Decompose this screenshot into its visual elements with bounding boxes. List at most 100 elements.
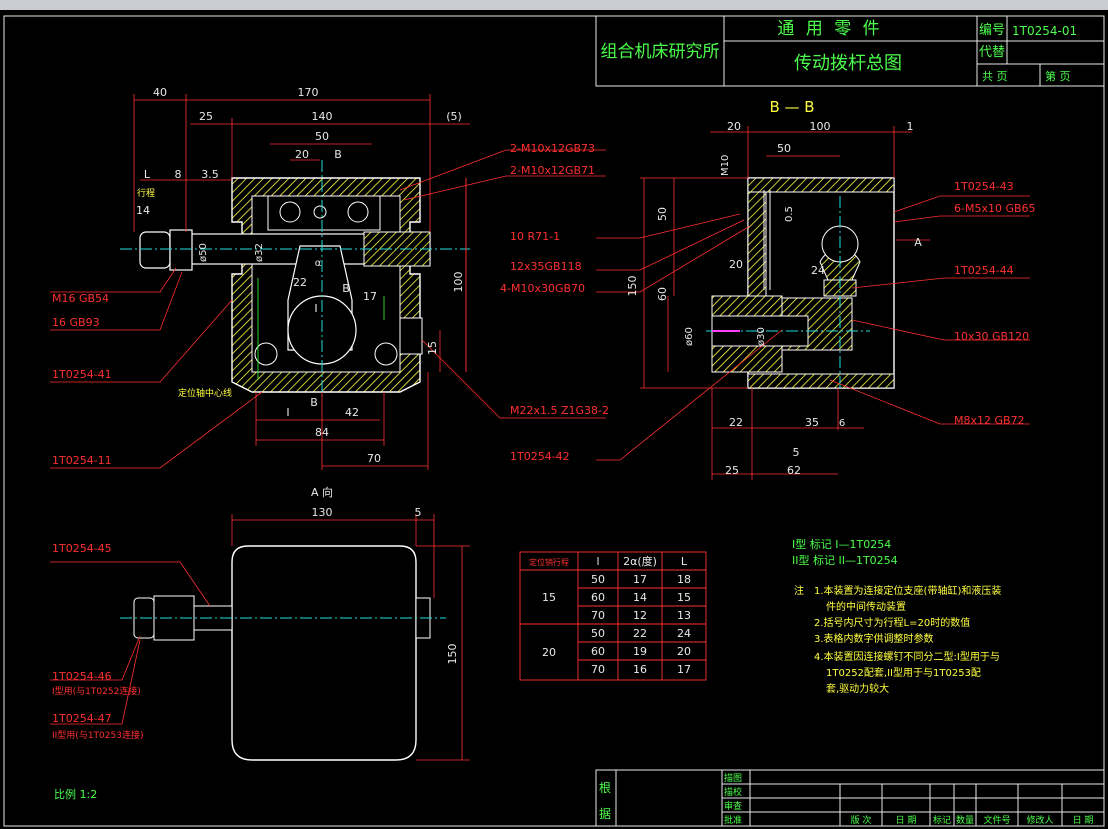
svg-text:3.表格内数字供调整时参数: 3.表格内数字供调整时参数 <box>814 632 934 645</box>
svg-text:版 次: 版 次 <box>851 814 872 826</box>
replace-label: 代替 <box>979 45 1005 60</box>
svg-text:60: 60 <box>591 645 605 658</box>
svg-text:L: L <box>144 168 151 181</box>
main-view-dims: 40 170 25 140 (5) 50 20 B 8 3.5 L 行程 14 … <box>136 86 465 465</box>
svg-text:M22x1.5 Z1G38-2: M22x1.5 Z1G38-2 <box>510 404 609 417</box>
drawing-name: 传动拨杆总图 <box>794 53 902 74</box>
svg-text:15: 15 <box>677 591 691 604</box>
svg-text:17: 17 <box>633 573 647 586</box>
svg-text:1T0254-11: 1T0254-11 <box>52 454 112 467</box>
svg-text:15: 15 <box>542 591 556 604</box>
svg-text:审查: 审查 <box>724 800 742 812</box>
code-value: 1T0254-01 <box>1012 24 1077 38</box>
svg-text:16 GB93: 16 GB93 <box>52 316 100 329</box>
svg-text:18: 18 <box>677 573 691 586</box>
svg-text:42: 42 <box>345 406 359 419</box>
svg-text:日 期: 日 期 <box>896 815 917 826</box>
section-label: B — B <box>769 98 814 116</box>
svg-text:1T0252配套,II型用于与1T0253配: 1T0252配套,II型用于与1T0253配 <box>826 666 981 679</box>
svg-text:2α(度): 2α(度) <box>623 554 657 568</box>
svg-text:注: 注 <box>794 584 804 597</box>
svg-text:17: 17 <box>677 663 691 676</box>
svg-text:4.本装置因连接螺钉不同分二型:I型用于与: 4.本装置因连接螺钉不同分二型:I型用于与 <box>814 650 1000 663</box>
svg-text:60: 60 <box>656 287 669 301</box>
svg-text:1: 1 <box>907 120 914 133</box>
svg-text:II型 标记 II—1T0254: II型 标记 II—1T0254 <box>792 553 898 567</box>
svg-text:0.5: 0.5 <box>784 206 795 222</box>
svg-text:25: 25 <box>725 464 739 477</box>
svg-text:1T0254-42: 1T0254-42 <box>510 450 570 463</box>
svg-text:6: 6 <box>839 418 845 429</box>
svg-text:2.括号内尺寸为行程L=20时的数值: 2.括号内尺寸为行程L=20时的数值 <box>814 616 970 629</box>
svg-text:13: 13 <box>677 609 691 622</box>
svg-text:α: α <box>315 258 322 269</box>
svg-text:ø60: ø60 <box>684 327 695 346</box>
svg-text:I型用(与1T0252连接): I型用(与1T0252连接) <box>52 685 141 697</box>
svg-text:22: 22 <box>729 416 743 429</box>
svg-text:数量: 数量 <box>956 814 974 826</box>
svg-text:10x30 GB120: 10x30 GB120 <box>954 330 1029 343</box>
svg-text:20: 20 <box>295 148 309 161</box>
svg-text:8: 8 <box>175 168 182 181</box>
svg-text:22: 22 <box>633 627 647 640</box>
svg-text:2-M10x12GB71: 2-M10x12GB71 <box>510 164 595 177</box>
scale-label: 比例 1:2 <box>54 787 97 801</box>
svg-text:20: 20 <box>727 120 741 133</box>
svg-text:20: 20 <box>677 645 691 658</box>
title-block <box>595 15 1105 87</box>
svg-text:B: B <box>334 148 342 161</box>
svg-text:1T0254-41: 1T0254-41 <box>52 368 112 381</box>
svg-text:25: 25 <box>199 110 213 123</box>
svg-text:60: 60 <box>591 591 605 604</box>
main-view-callouts: 2-M10x12GB73 2-M10x12GB71 M16 GB54 16 GB… <box>52 142 609 467</box>
svg-text:16: 16 <box>633 663 647 676</box>
svg-text:A: A <box>914 236 922 249</box>
svg-text:17: 17 <box>363 290 377 303</box>
svg-text:3.5: 3.5 <box>201 168 219 181</box>
type-marks: I型 标记 I—1T0254 II型 标记 II—1T0254 <box>792 537 898 567</box>
bottom-left-labels: 根 据 <box>599 781 611 821</box>
svg-text:100: 100 <box>810 120 831 133</box>
page-no: 第 页 <box>1045 69 1071 83</box>
svg-text:24: 24 <box>677 627 691 640</box>
notes: 注 1.本装置为连接定位支座(带轴缸)和液压装 件的中间传动装置 2.括号内尺寸… <box>794 584 1001 695</box>
svg-text:II型用(与1T0253连接): II型用(与1T0253连接) <box>52 729 143 741</box>
bottom-row-labels: 描图 描校 审查 批准 <box>724 772 742 826</box>
drawing-frame <box>3 15 1105 827</box>
svg-text:(5): (5) <box>446 110 462 123</box>
svg-text:M8x12 GB72: M8x12 GB72 <box>954 414 1025 427</box>
svg-text:50: 50 <box>777 142 791 155</box>
bottom-title-block <box>595 769 1105 827</box>
svg-text:50: 50 <box>591 573 605 586</box>
a-view <box>50 514 470 761</box>
svg-text:170: 170 <box>298 86 319 99</box>
svg-text:件的中间传动装置: 件的中间传动装置 <box>826 600 906 613</box>
a-view-callouts: 1T0254-45 1T0254-46 I型用(与1T0252连接) 1T025… <box>52 542 143 741</box>
svg-text:套,驱动力较大: 套,驱动力较大 <box>826 682 889 695</box>
svg-text:1T0254-45: 1T0254-45 <box>52 542 112 555</box>
svg-text:6-M5x10 GB65: 6-M5x10 GB65 <box>954 202 1036 215</box>
svg-text:35: 35 <box>805 416 819 429</box>
svg-text:文件号: 文件号 <box>983 814 1010 826</box>
svg-text:2-M10x12GB73: 2-M10x12GB73 <box>510 142 595 155</box>
svg-text:50: 50 <box>591 627 605 640</box>
svg-text:15: 15 <box>426 341 439 355</box>
svg-text:14: 14 <box>633 591 647 604</box>
stroke-table <box>519 551 707 681</box>
svg-text:I型 标记 I—1T0254: I型 标记 I—1T0254 <box>792 537 891 551</box>
svg-text:描图: 描图 <box>724 772 742 784</box>
svg-text:20: 20 <box>729 258 743 271</box>
svg-text:定位销行程: 定位销行程 <box>529 557 569 567</box>
a-view-dims: 130 5 150 <box>312 506 460 665</box>
svg-text:据: 据 <box>599 807 611 821</box>
svg-text:130: 130 <box>312 506 333 519</box>
svg-text:I: I <box>286 406 289 419</box>
svg-text:70: 70 <box>367 452 381 465</box>
svg-text:10 R71-1: 10 R71-1 <box>510 230 560 243</box>
svg-text:12: 12 <box>633 609 647 622</box>
svg-text:修改人: 修改人 <box>1026 814 1053 826</box>
svg-text:50: 50 <box>656 207 669 221</box>
svg-text:1.本装置为连接定位支座(带轴缸)和液压装: 1.本装置为连接定位支座(带轴缸)和液压装 <box>814 584 1001 597</box>
svg-text:5: 5 <box>415 506 422 519</box>
